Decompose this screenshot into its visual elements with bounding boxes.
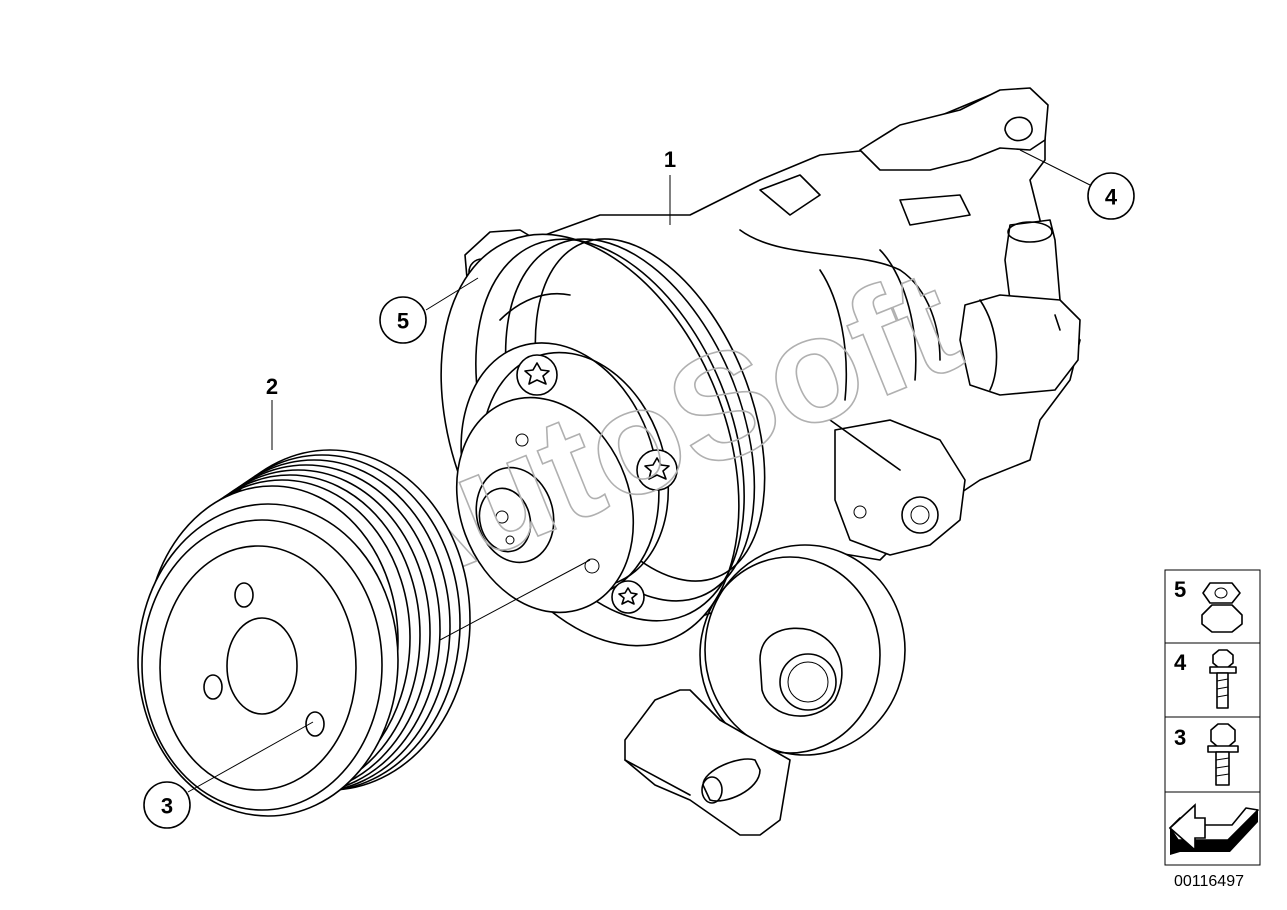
legend-number-3: 3 xyxy=(1174,725,1186,750)
bolt-icon xyxy=(1207,723,1239,786)
leader-line-5 xyxy=(425,277,479,311)
leader-line-3 xyxy=(187,721,314,793)
steering-pump-drawing xyxy=(440,87,1081,836)
callout-3-circle xyxy=(143,781,191,829)
callout-5-circle xyxy=(379,296,427,344)
label-5: 5 xyxy=(397,309,409,334)
document-number: 00116497 xyxy=(1174,873,1244,890)
label-2: 2 xyxy=(266,374,278,399)
bolt-icon xyxy=(1209,649,1237,709)
arrow-icon xyxy=(1168,803,1259,855)
leader-line-pulley-hub xyxy=(439,559,591,641)
pulley-drawing xyxy=(137,449,471,817)
legend-number-4: 4 xyxy=(1174,650,1187,675)
leader-line-4 xyxy=(1019,149,1091,186)
label-4: 4 xyxy=(1105,185,1118,210)
label-1: 1 xyxy=(664,147,676,172)
nut-icon xyxy=(1201,582,1243,633)
label-3: 3 xyxy=(161,794,173,819)
parts-legend: 5 4 3 xyxy=(1164,569,1261,866)
legend-number-5: 5 xyxy=(1174,577,1186,602)
callout-4-circle xyxy=(1087,172,1135,220)
